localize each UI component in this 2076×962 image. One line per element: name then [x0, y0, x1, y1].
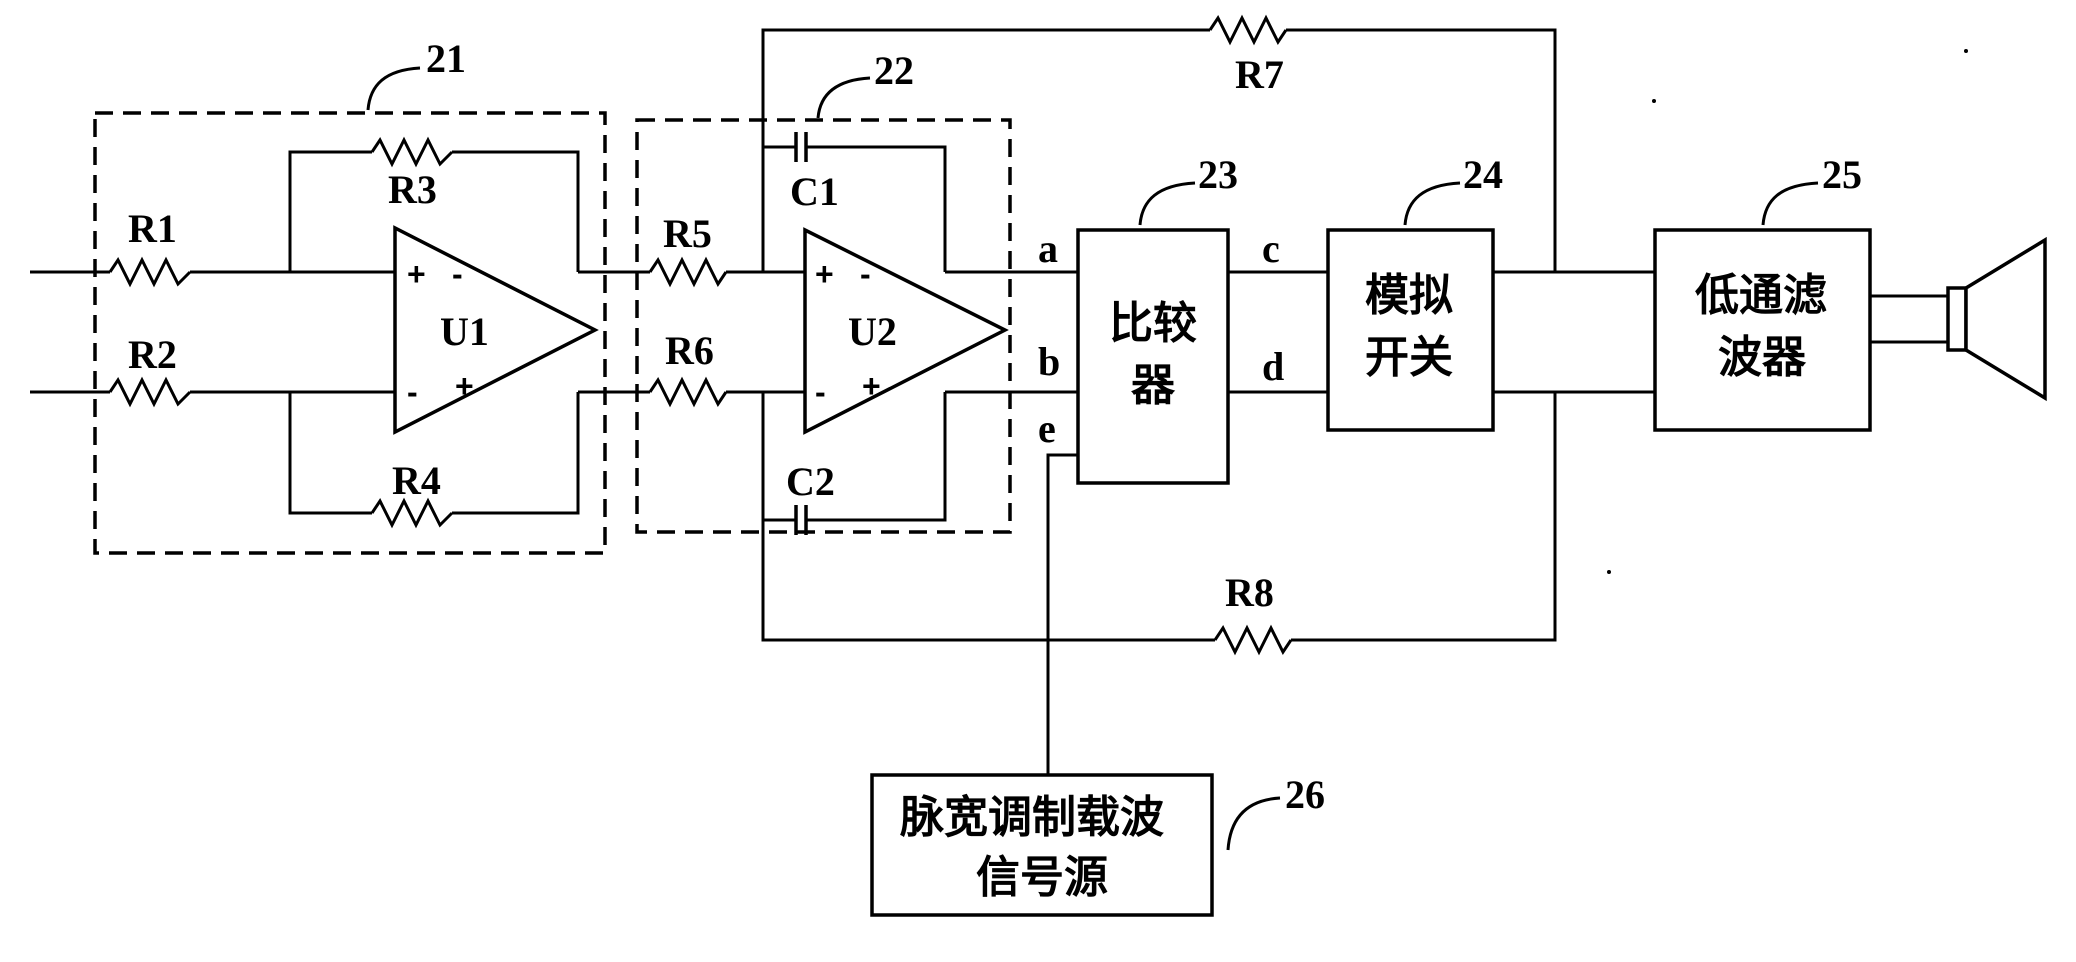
u1-minus-top: -: [452, 256, 463, 292]
analog-switch-label-line2: 开关: [1365, 332, 1453, 383]
u2-minus-bottom: -: [815, 374, 826, 410]
resistor-r3: [370, 136, 454, 168]
u1-plus-top: +: [407, 256, 426, 292]
resistor-r5: [648, 256, 728, 288]
resistor-r7: [1208, 14, 1288, 46]
node-e: e: [1038, 406, 1056, 451]
label-r5: R5: [663, 211, 712, 256]
u2-plus-top: +: [815, 256, 834, 292]
label-r3: R3: [388, 167, 437, 212]
pwm-carrier-source-block: [870, 773, 1214, 917]
leader-25: [1761, 181, 1819, 226]
speck: [1607, 570, 1611, 574]
label-r7: R7: [1235, 52, 1284, 97]
lowpass-filter-block: [1653, 228, 1872, 432]
leader-23: [1138, 181, 1196, 226]
analog-switch-block: [1326, 228, 1495, 432]
module-21-box: [93, 111, 607, 555]
resistor-r6: [648, 376, 728, 408]
module-number-21: 21: [426, 36, 466, 81]
comparator-block: [1076, 228, 1230, 485]
module-number-23: 23: [1198, 152, 1238, 197]
label-r6: R6: [665, 328, 714, 373]
opamp-u1: [393, 225, 599, 435]
module-number-26: 26: [1285, 772, 1325, 817]
label-r8: R8: [1225, 570, 1274, 615]
leader-22: [816, 76, 871, 119]
carrier-label-line2: 信号源: [976, 852, 1108, 903]
u1-plus-bottom: +: [455, 368, 474, 404]
leader-26: [1226, 796, 1281, 851]
resistor-r4: [370, 497, 454, 529]
analog-switch-label-line1: 模拟: [1365, 270, 1453, 321]
label-c2: C2: [786, 459, 835, 504]
resistor-r2: [108, 376, 192, 408]
lowpass-label-line1: 低通滤: [1695, 270, 1827, 321]
carrier-label-line1: 脉宽调制载波: [900, 792, 1164, 843]
module-number-25: 25: [1822, 152, 1862, 197]
label-u1: U1: [440, 309, 489, 354]
leader-24: [1403, 181, 1461, 226]
comparator-label-line2: 器: [1131, 360, 1176, 411]
leader-21: [366, 66, 421, 111]
u1-minus-bottom: -: [407, 374, 418, 410]
lowpass-label-line2: 波器: [1718, 332, 1807, 383]
speck: [1964, 49, 1968, 53]
node-c: c: [1262, 226, 1280, 271]
module-number-22: 22: [874, 48, 914, 93]
speaker-icon: [1946, 236, 2047, 402]
node-b: b: [1038, 339, 1060, 384]
u2-minus-top: -: [860, 256, 871, 292]
speck: [1652, 99, 1656, 103]
label-r2: R2: [128, 332, 177, 377]
label-r4: R4: [392, 458, 441, 503]
label-u2: U2: [848, 309, 897, 354]
u2-plus-bottom: +: [862, 368, 881, 404]
resistor-r1: [108, 256, 192, 288]
node-a: a: [1038, 226, 1058, 271]
module-number-24: 24: [1463, 152, 1503, 197]
node-d: d: [1262, 344, 1284, 389]
comparator-label-line1: 比较: [1109, 298, 1197, 349]
resistor-r8: [1213, 624, 1293, 656]
opamp-u2: [803, 227, 1009, 435]
label-r1: R1: [128, 206, 177, 251]
label-c1: C1: [790, 169, 839, 214]
